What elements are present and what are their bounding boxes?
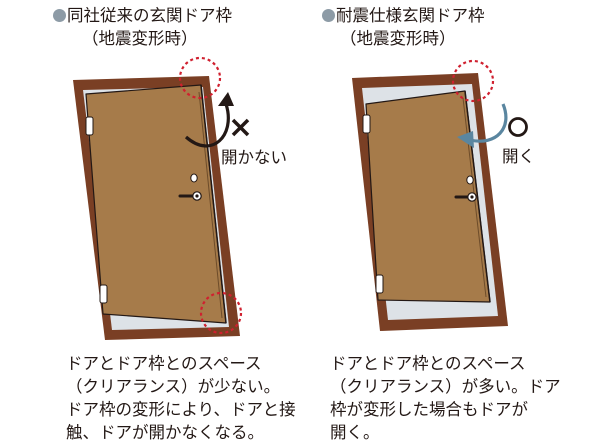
contact-point-top-circle — [178, 56, 222, 100]
caption-line: （クリアランス）が少ない。 — [66, 377, 281, 396]
panel-conventional-frame: 同社従来の玄関ドア枠 （地震変形時） 開かない ドアとド — [53, 5, 298, 444]
hinge-top — [85, 116, 94, 136]
panel-title: 同社従来の玄関ドア枠 — [53, 5, 232, 26]
caption: ドアとドア枠とのスペース （クリアランス）が多い。ドア 枠が変形した場合もドアが… — [330, 352, 562, 444]
cross-icon — [231, 118, 250, 137]
caption-line: ドア枠の変形により、ドアと接 — [66, 400, 296, 419]
bullet-icon — [322, 9, 335, 22]
door-frame-illustration — [73, 56, 250, 340]
caption-line: （クリアランス）が多い。ドア — [330, 377, 561, 396]
open-arrow-icon — [469, 103, 508, 143]
caption-line: 触、ドアが開かなくなる。 — [66, 423, 264, 442]
panel-subtitle: （地震変形時） — [82, 29, 198, 48]
panel-subtitle: （地震変形時） — [340, 29, 456, 48]
hinge-top — [362, 114, 371, 134]
lock-cylinder-icon — [466, 175, 474, 185]
lock-cylinder-icon — [190, 173, 198, 183]
circle-ok-icon — [508, 117, 528, 137]
panel-title: 耐震仕様玄関ドア枠 — [322, 5, 485, 26]
caption-line: ドアとドア枠とのスペース — [66, 354, 262, 373]
caption-line: ドアとドア枠とのスペース — [330, 354, 526, 373]
caption-line: 開く。 — [330, 423, 380, 442]
status-label-opens: 開く — [502, 147, 535, 166]
hinge-bottom — [99, 284, 108, 304]
bullet-icon — [53, 9, 66, 22]
panel-title-text: 耐震仕様玄関ドア枠 — [336, 6, 485, 25]
panel-seismic-frame: 耐震仕様玄関ドア枠 （地震変形時） 開く ドアとドア枠とのスペース （クリアラン… — [300, 0, 600, 447]
blocked-arrow-icon — [184, 103, 230, 148]
status-label-not-open: 開かない — [221, 148, 287, 167]
contact-point-bottom-circle — [199, 291, 243, 335]
clearance-point-top-circle — [451, 59, 495, 103]
hinge-bottom — [375, 274, 384, 294]
caption: ドアとドア枠とのスペース （クリアランス）が少ない。 ドア枠の変形により、ドアと… — [66, 352, 298, 444]
door-frame-illustration — [352, 59, 528, 331]
panel-title-text: 同社従来の玄関ドア枠 — [67, 6, 232, 25]
caption-line: 枠が変形した場合もドアが — [330, 400, 528, 419]
